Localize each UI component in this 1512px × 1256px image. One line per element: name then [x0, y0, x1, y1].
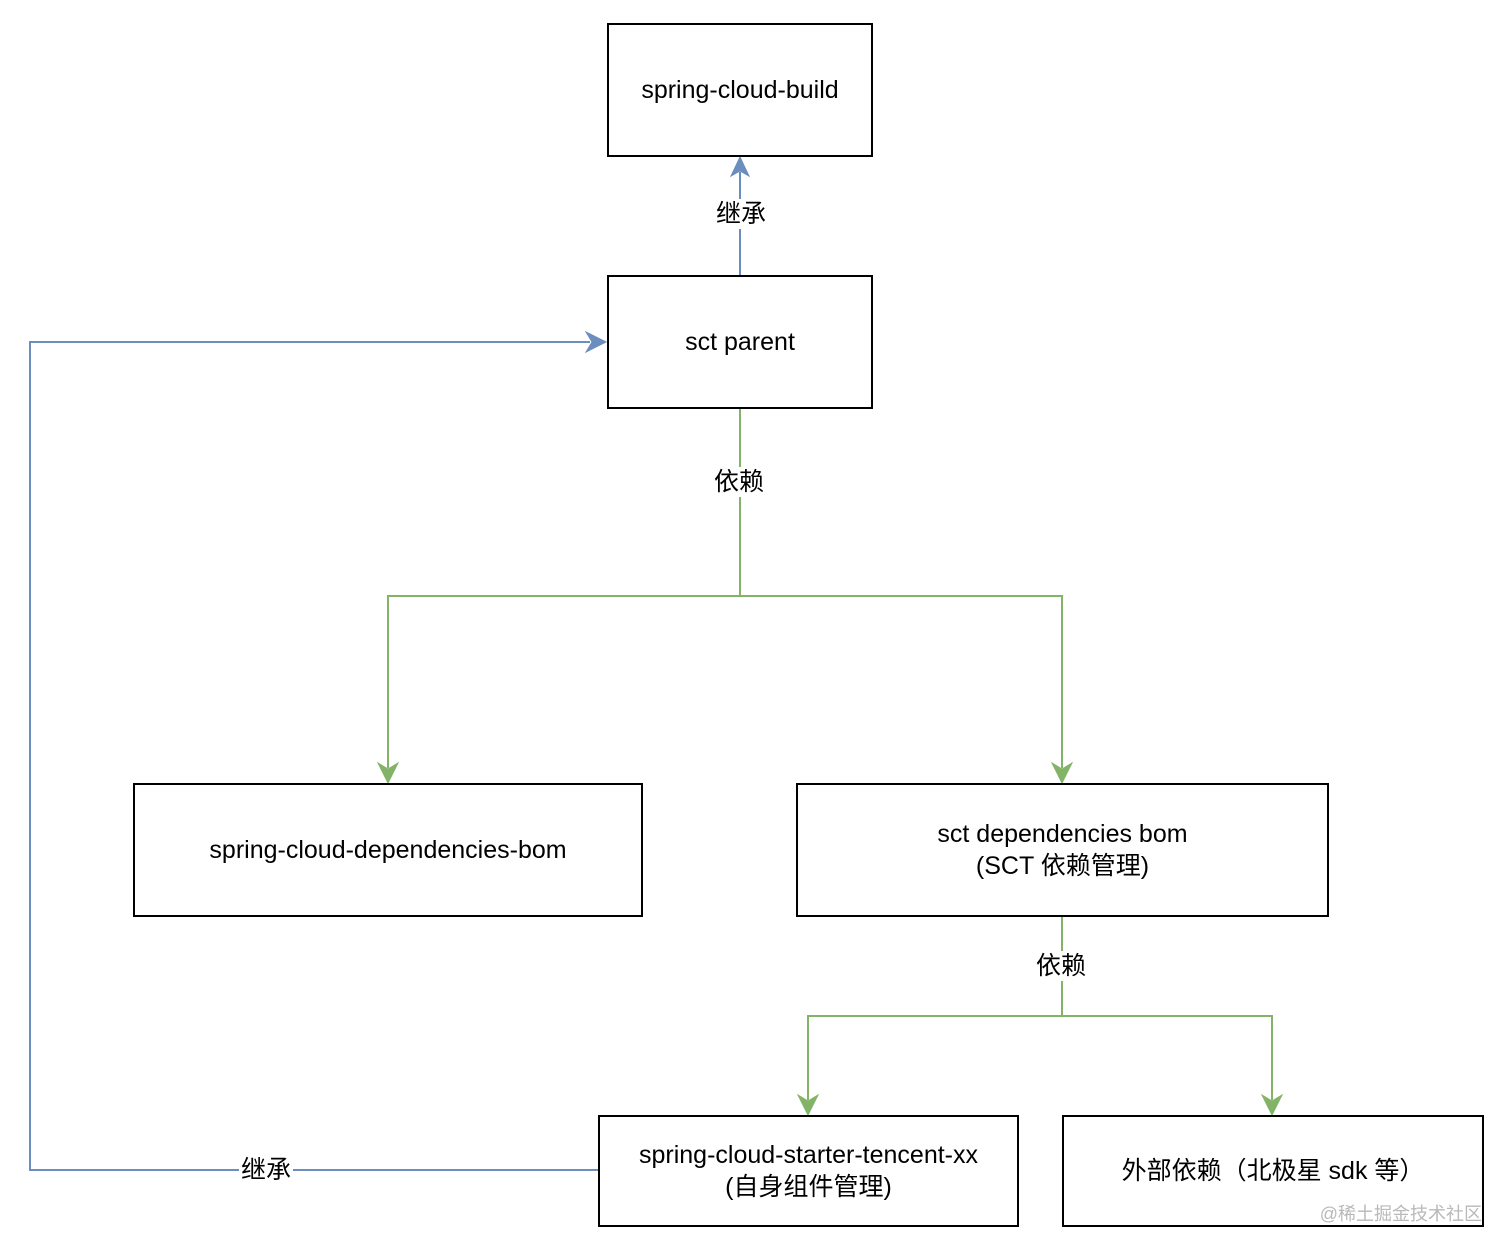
node-label: spring-cloud-dependencies-bom	[209, 836, 567, 864]
edge-inherit-starter-to-parent	[29, 341, 598, 1171]
edge-depend-bom-to-external	[1062, 1015, 1273, 1100]
node-label-line-2: (自身组件管理)	[725, 1173, 892, 1201]
node-label: 外部依赖（北极星 sdk 等）	[1121, 1157, 1425, 1185]
node-label: sct parent	[685, 328, 795, 356]
node-sct-parent: sct parent	[607, 275, 873, 409]
watermark: @稀土掘金技术社区	[1319, 1204, 1482, 1224]
arrowhead-external	[1260, 1093, 1284, 1117]
node-spring-cloud-starter-tencent: spring-cloud-starter-tencent-xx (自身组件管理)	[598, 1115, 1019, 1227]
arrowhead-spring-bom	[376, 761, 400, 785]
arrowhead-starter	[796, 1093, 820, 1117]
edge-depend-bom-to-starter	[807, 1015, 1062, 1100]
node-spring-cloud-dependencies-bom: spring-cloud-dependencies-bom	[133, 783, 643, 917]
node-label: spring-cloud-build	[641, 76, 839, 104]
edge-depend-parent-to-sct-bom	[740, 595, 1063, 768]
node-label-line-1: spring-cloud-starter-tencent-xx	[638, 1141, 978, 1169]
node-sct-dependencies-bom: sct dependencies bom (SCT 依赖管理)	[796, 783, 1329, 917]
arrowhead-build	[729, 155, 751, 178]
node-spring-cloud-build: spring-cloud-build	[607, 23, 873, 157]
node-label-line-2: (SCT 依赖管理)	[975, 852, 1150, 880]
arrowhead-sct-bom	[1050, 761, 1074, 785]
node-label-line-1: sct dependencies bom	[937, 820, 1188, 848]
edge-depend-parent-to-spring-bom	[387, 595, 740, 768]
node-external-dependencies: 外部依赖（北极星 sdk 等）	[1062, 1115, 1484, 1227]
edge-label-depend-bom: 依赖	[1034, 951, 1089, 981]
edge-label-inherit-top: 继承	[714, 199, 769, 229]
edge-label-inherit-left: 继承	[239, 1155, 294, 1185]
edge-label-depend-parent: 依赖	[712, 467, 767, 497]
arrowhead-parent-left	[584, 330, 608, 354]
